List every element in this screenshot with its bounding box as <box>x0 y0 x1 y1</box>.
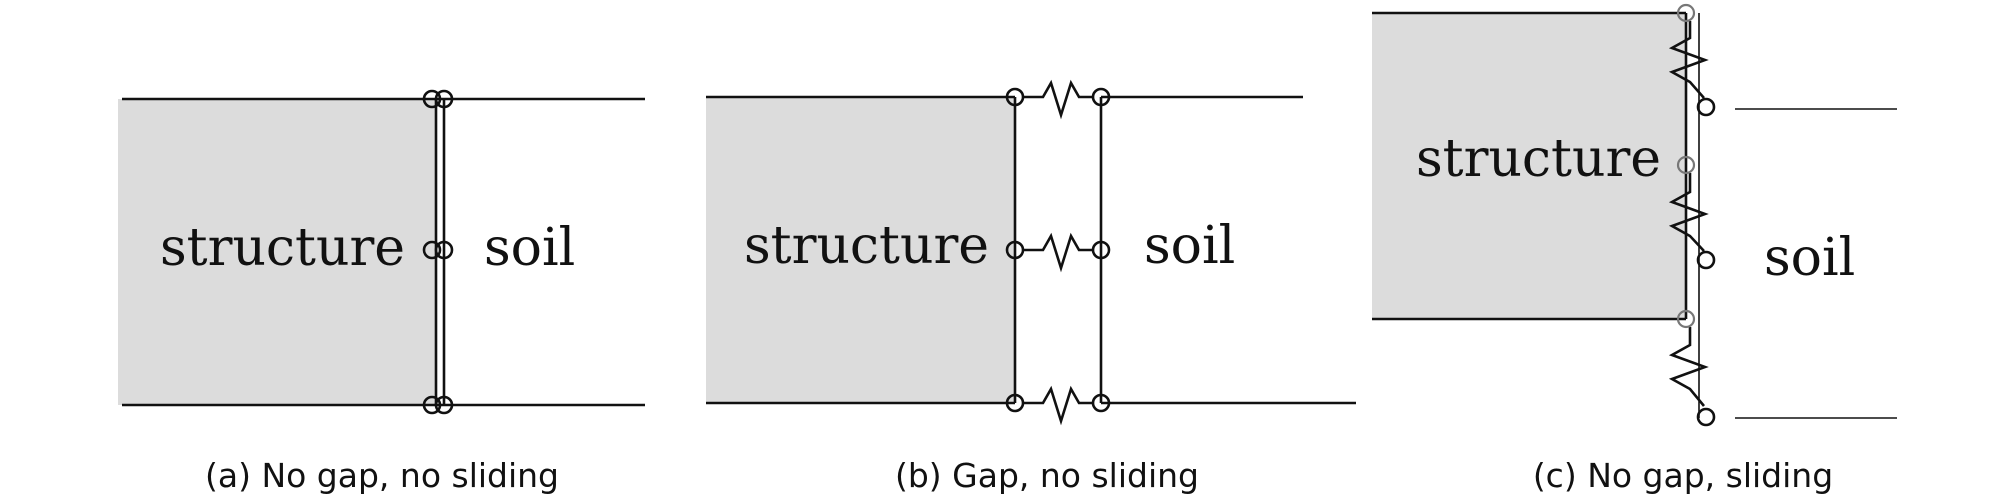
panel-b-spring-bottom <box>1023 385 1093 426</box>
panel-b-structure-label: structure <box>744 216 989 276</box>
panel-a-node-bottom-left <box>422 395 442 415</box>
panel-b: structure soil (b) Gap, no sliding <box>706 79 1356 494</box>
panel-a-node-mid-left <box>422 240 442 260</box>
panel-c-caption: (c) No gap, sliding <box>1533 456 1833 494</box>
panel-a-node-mid-right <box>434 240 454 260</box>
panel-c-node-soil-top <box>1696 97 1716 117</box>
panel-b-node-bottom-left <box>1005 393 1025 413</box>
panel-c-soil-label: soil <box>1764 228 1855 288</box>
panel-b-spring-middle <box>1023 232 1093 273</box>
panel-c-spring-top <box>1668 21 1709 99</box>
panel-a: structure soil (a) No gap, no sliding <box>118 89 645 494</box>
panel-c-spring-middle <box>1668 173 1709 252</box>
panel-b-node-mid-right <box>1091 240 1111 260</box>
panel-a-node-top-left <box>422 89 442 109</box>
panel-c: structure soil (c) No gap, sliding <box>1372 3 1897 494</box>
panel-c-node-soil-bottom <box>1696 407 1716 427</box>
panel-c-structure-label: structure <box>1416 129 1661 189</box>
panel-c-node-structure-bottom <box>1676 309 1696 329</box>
panel-b-spring-top <box>1023 79 1093 120</box>
panel-b-node-top-right <box>1091 87 1111 107</box>
panel-a-node-bottom-right <box>434 395 454 415</box>
panel-a-node-top-right <box>434 89 454 109</box>
panel-c-structure-block <box>1372 13 1686 319</box>
panel-a-caption: (a) No gap, no sliding <box>205 456 559 494</box>
panel-c-node-soil-middle <box>1696 250 1716 270</box>
panel-b-node-top-left <box>1005 87 1025 107</box>
panel-c-spring-bottom <box>1668 327 1709 407</box>
panel-a-structure-label: structure <box>160 218 405 278</box>
panel-a-soil-label: soil <box>484 218 575 278</box>
panel-b-node-mid-left <box>1005 240 1025 260</box>
panel-b-soil-label: soil <box>1144 216 1235 276</box>
panel-b-caption: (b) Gap, no sliding <box>895 456 1199 494</box>
panel-b-node-bottom-right <box>1091 393 1111 413</box>
panel-a-structure-block <box>118 99 436 405</box>
panel-c-node-structure-top <box>1676 3 1696 23</box>
panel-b-structure-block <box>706 97 1015 403</box>
panel-c-node-structure-middle <box>1676 155 1696 175</box>
